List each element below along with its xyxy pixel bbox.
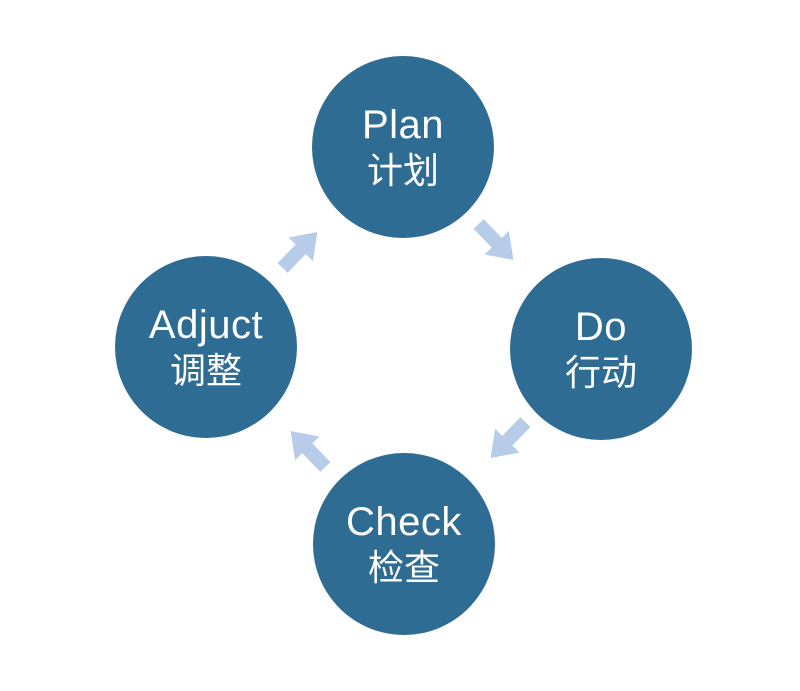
node-plan-label-zh: 计划 xyxy=(366,150,439,191)
arrow-do-to-check-icon xyxy=(490,417,531,458)
arrow-check-to-adjust-icon xyxy=(290,431,331,472)
node-do-label-zh: 行动 xyxy=(564,352,637,393)
node-do-label-en: Do xyxy=(574,305,628,349)
node-adjust-label-zh: 调整 xyxy=(169,350,242,391)
node-do: Do 行动 xyxy=(510,258,692,440)
node-adjust-label-en: Adjuct xyxy=(148,303,264,347)
node-plan: Plan 计划 xyxy=(312,56,494,238)
arrow-plan-to-do-icon xyxy=(473,219,514,260)
node-adjust: Adjuct 调整 xyxy=(115,256,297,438)
node-check-label-zh: 检查 xyxy=(367,547,440,588)
node-check: Check 检查 xyxy=(313,453,495,635)
node-check-label-en: Check xyxy=(346,500,462,544)
arrow-adjust-to-plan-icon xyxy=(277,232,318,273)
node-plan-label-en: Plan xyxy=(361,103,445,147)
